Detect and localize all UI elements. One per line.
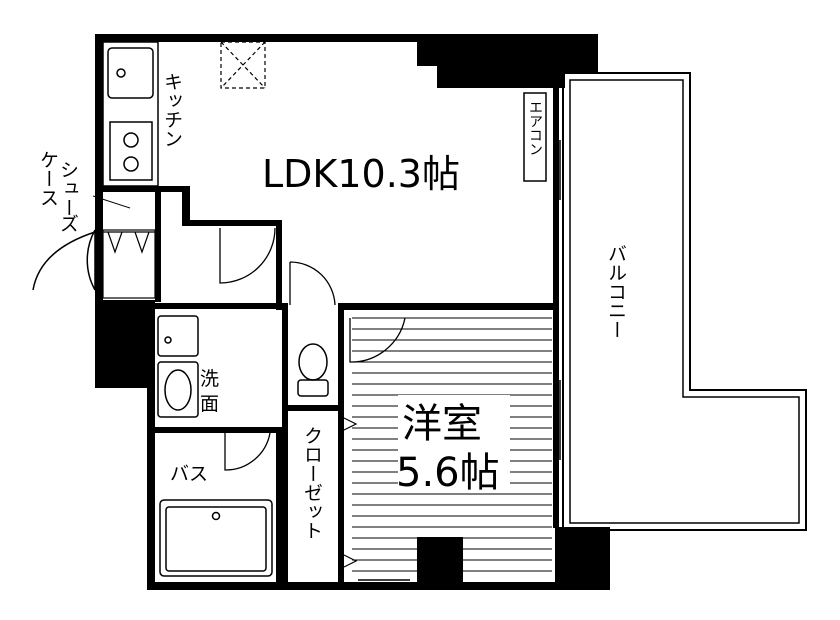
- kitchen-counter: [102, 41, 159, 187]
- balcony: [562, 72, 807, 531]
- vent-icon: [220, 41, 266, 89]
- window-ldk: [555, 140, 561, 200]
- closet-label: クローゼット: [301, 426, 323, 540]
- aircon-label: エアコン: [527, 100, 543, 156]
- balcony-label: バルコニー: [605, 244, 627, 339]
- western-label-1: 洋室: [402, 401, 482, 447]
- washroom-label-2: 面: [200, 393, 219, 415]
- washroom-fixtures: [157, 315, 199, 418]
- stove-icon: [109, 121, 153, 181]
- svg-text:ケース: ケース: [37, 150, 59, 207]
- svg-text:シュー: シュー: [57, 160, 79, 217]
- ldk-label: LDK10.3帖: [262, 152, 460, 196]
- bathtub: [159, 499, 273, 577]
- western-label-bg: [398, 395, 510, 493]
- svg-text:ズ: ズ: [57, 214, 79, 233]
- shoe-case-label: シュー ケース ズ: [37, 150, 79, 233]
- walls: [95, 34, 610, 590]
- bath-label: バス: [170, 463, 208, 485]
- toilet-icon: [297, 343, 329, 397]
- aircon-tag: エアコン: [523, 92, 547, 182]
- western-label-2: 5.6帖: [396, 450, 500, 496]
- kitchen-label: キッチン: [161, 72, 183, 148]
- shoe-case-leader: [92, 195, 131, 209]
- washroom-label-1: 洗: [200, 368, 219, 390]
- sink-icon: [107, 47, 154, 99]
- shoe-rack: [102, 229, 156, 299]
- entrance-door: [32, 229, 96, 291]
- window-bottom: [358, 579, 410, 585]
- window-western: [555, 380, 561, 460]
- closet-doors: [343, 417, 358, 568]
